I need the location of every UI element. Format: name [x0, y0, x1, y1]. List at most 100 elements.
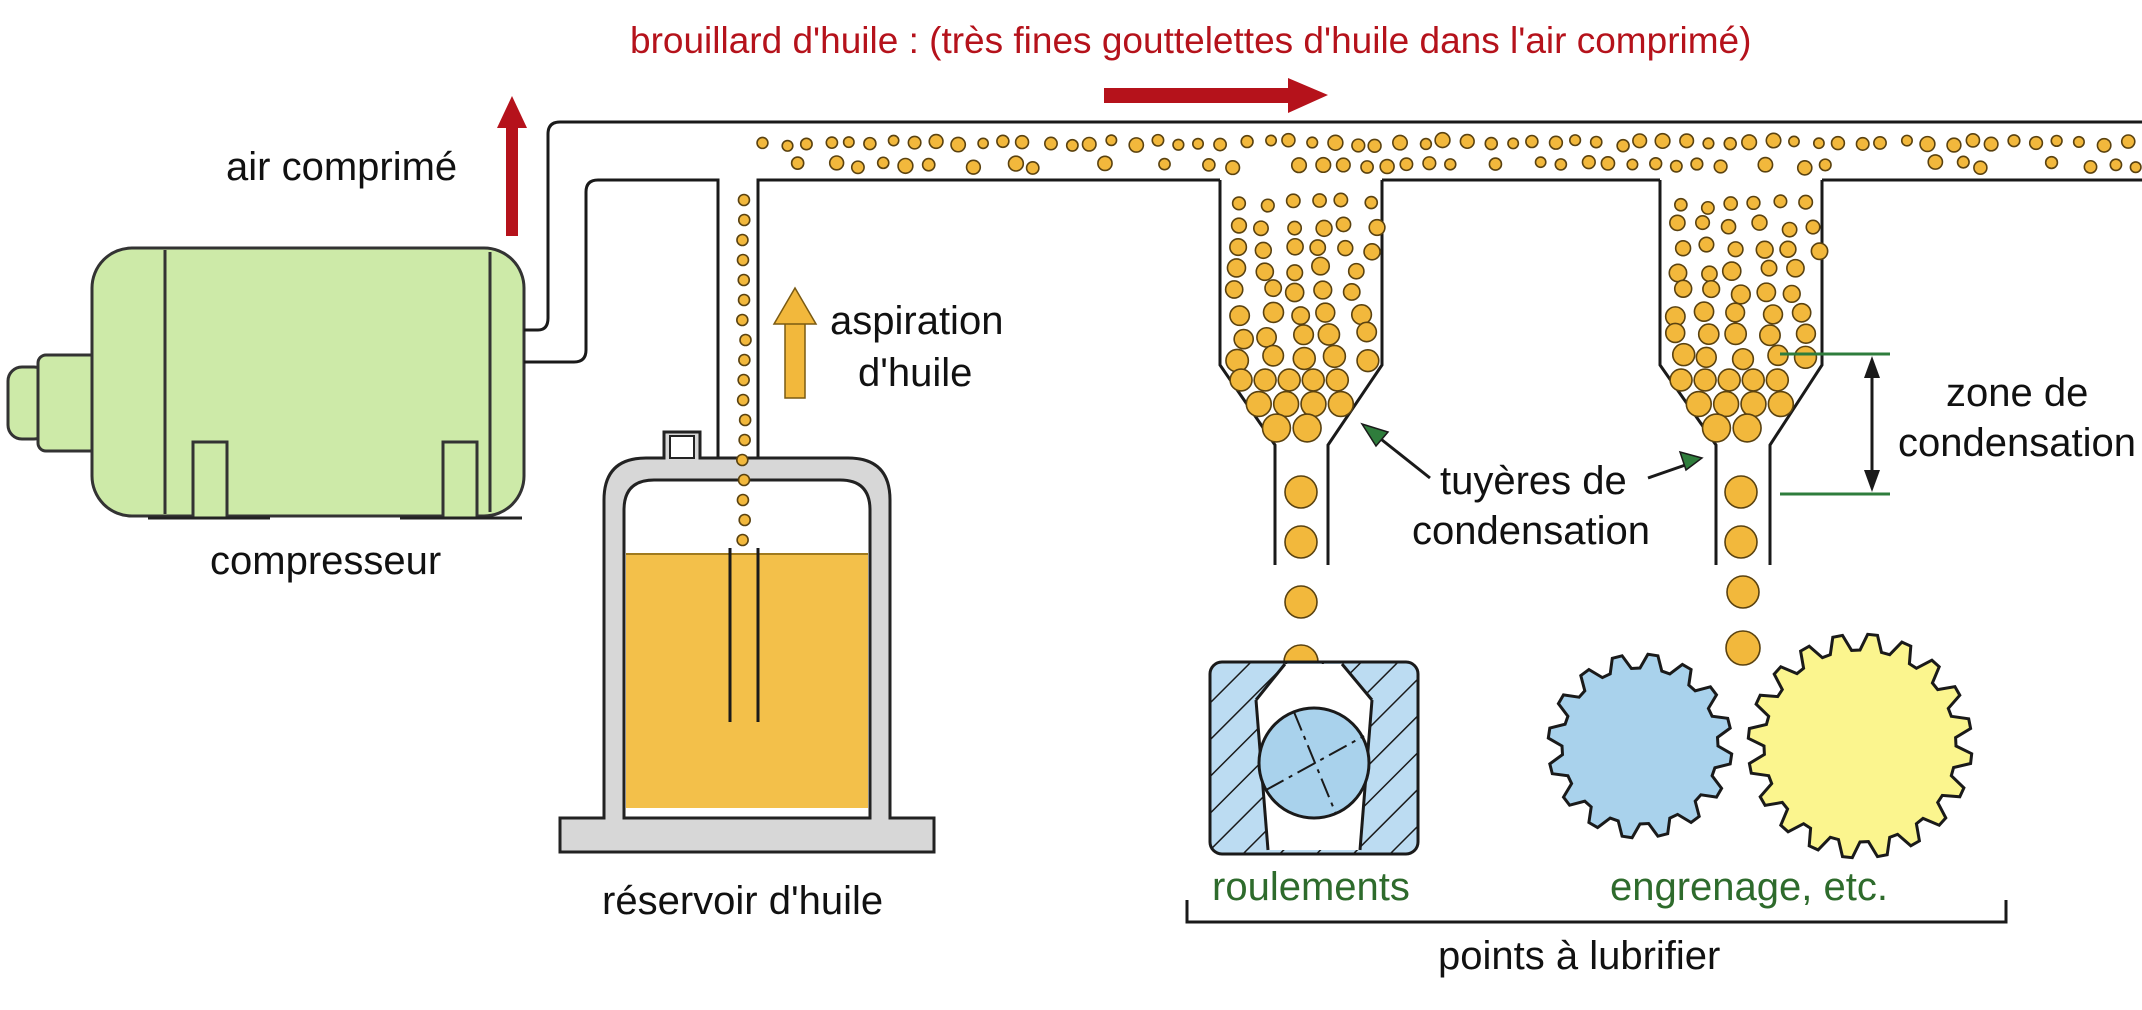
oil-droplet	[1669, 214, 1686, 232]
oil-droplet	[950, 136, 967, 153]
oil-droplet	[1245, 390, 1272, 418]
oil-droplet	[1488, 157, 1503, 171]
oil-droplet	[1674, 240, 1692, 257]
air-pipe-outer-wall	[524, 120, 2142, 332]
gears	[1546, 632, 1974, 860]
oil-droplet	[1569, 134, 1582, 147]
oil-droplet	[1014, 134, 1030, 150]
oil-droplet	[1731, 347, 1755, 371]
oil-droplet	[737, 193, 751, 207]
oil-droplet	[1701, 413, 1732, 443]
oil-droplet	[1287, 220, 1303, 236]
oil-droplet	[781, 139, 794, 152]
oil-droplet	[1225, 348, 1250, 373]
oil-droplet	[2044, 155, 2059, 170]
oil-droplet	[863, 136, 877, 151]
oil-droplet	[1284, 475, 1318, 509]
nozzles-label-line2: condensation	[1412, 509, 1650, 553]
compressor-label: compresseur	[210, 539, 442, 583]
oil-droplet	[1762, 304, 1784, 325]
oil-droplet	[1300, 390, 1327, 418]
oil-droplet	[1434, 131, 1451, 149]
oil-droplet	[1600, 156, 1616, 171]
oil-droplet	[1392, 134, 1409, 151]
oil-droplet	[737, 473, 751, 487]
oil-droplet	[2072, 135, 2085, 149]
oil-droplet	[1081, 136, 1097, 152]
oil-droplet	[1315, 302, 1336, 323]
oil-droplet	[737, 213, 751, 227]
oil-droplet	[1724, 322, 1748, 346]
oil-droplet	[1317, 323, 1341, 346]
oil-droplet	[1285, 193, 1301, 209]
oil-droplet	[2028, 135, 2044, 151]
oil-droplet	[1224, 280, 1244, 299]
oil-droplet	[1732, 413, 1762, 443]
oil-droplet	[1740, 390, 1767, 418]
oil-droplet	[1337, 239, 1354, 257]
oil-droplet	[1694, 214, 1711, 231]
air-pipe-inner-wall-a	[524, 178, 720, 548]
oil-droplet	[1025, 161, 1040, 175]
oil-droplet	[1767, 390, 1795, 418]
oil-droplet	[736, 313, 749, 327]
oil-droplet	[1654, 132, 1671, 150]
oil-droplet	[1581, 155, 1596, 170]
oil-droplet	[1712, 390, 1740, 418]
oil-droplet	[1791, 302, 1812, 323]
oil-droplet	[1700, 200, 1715, 215]
oil-droplet	[1313, 280, 1333, 300]
oil-droplet	[1172, 138, 1185, 151]
oil-droplet	[1724, 475, 1758, 509]
oil-droplet	[1730, 284, 1751, 305]
small-gear	[1546, 652, 1734, 840]
oil-suction-label-line2: d'huile	[858, 351, 973, 395]
oil-droplet	[1674, 197, 1688, 212]
oil-droplet	[1292, 346, 1316, 371]
large-gear	[1746, 632, 1974, 860]
oil-droplet	[1367, 138, 1382, 154]
oil-droplet	[1589, 135, 1603, 149]
oil-droplet	[1695, 346, 1717, 369]
oil-droplet	[1669, 368, 1693, 392]
oil-droplet	[1277, 368, 1301, 392]
oil-droplet	[1664, 322, 1686, 344]
oil-droplet	[1965, 133, 1981, 148]
oil-droplet	[1363, 243, 1381, 261]
oil-droplet	[1254, 241, 1273, 260]
oil-droplet	[1306, 136, 1319, 149]
oil-droplet	[1796, 160, 1813, 176]
oil-droplet	[1755, 240, 1774, 259]
oil-droplet	[1805, 219, 1821, 235]
oil-droplet	[1626, 158, 1639, 171]
oil-droplet	[1286, 264, 1304, 282]
oil-droplet	[828, 155, 845, 171]
oil-droplet	[996, 134, 1010, 149]
oil-droplet	[736, 253, 750, 267]
oil-droplet	[1368, 218, 1386, 237]
oil-droplet	[1264, 279, 1283, 298]
nozzle-1-right-wall	[1326, 180, 1384, 565]
nozzle-2-right-wall	[1768, 180, 1824, 565]
oil-droplet	[1284, 585, 1318, 619]
oil-droplet	[1741, 368, 1765, 392]
oil-droplet	[1786, 258, 1805, 278]
oil-droplet	[897, 157, 914, 175]
oil-droplet	[1632, 133, 1648, 149]
oil-droplet	[1262, 301, 1285, 324]
bearings-label: roulements	[1212, 865, 1410, 909]
oil-droplet	[1325, 368, 1350, 392]
oil-droplet	[1292, 324, 1315, 346]
condensation-zone-marker	[1780, 352, 1890, 496]
oil-droplet	[1649, 156, 1663, 171]
oil-droplet	[1333, 192, 1349, 208]
oil-tank	[558, 430, 936, 854]
oil-droplet	[1284, 282, 1305, 303]
oil-droplet	[736, 233, 749, 247]
oil-droplet	[1191, 137, 1205, 150]
oil-droplet	[1685, 390, 1712, 418]
oil-droplet	[1335, 157, 1351, 173]
oil-droplet	[1507, 137, 1520, 150]
oil-droplet	[1399, 157, 1414, 172]
compressor-foot-right	[441, 440, 479, 520]
